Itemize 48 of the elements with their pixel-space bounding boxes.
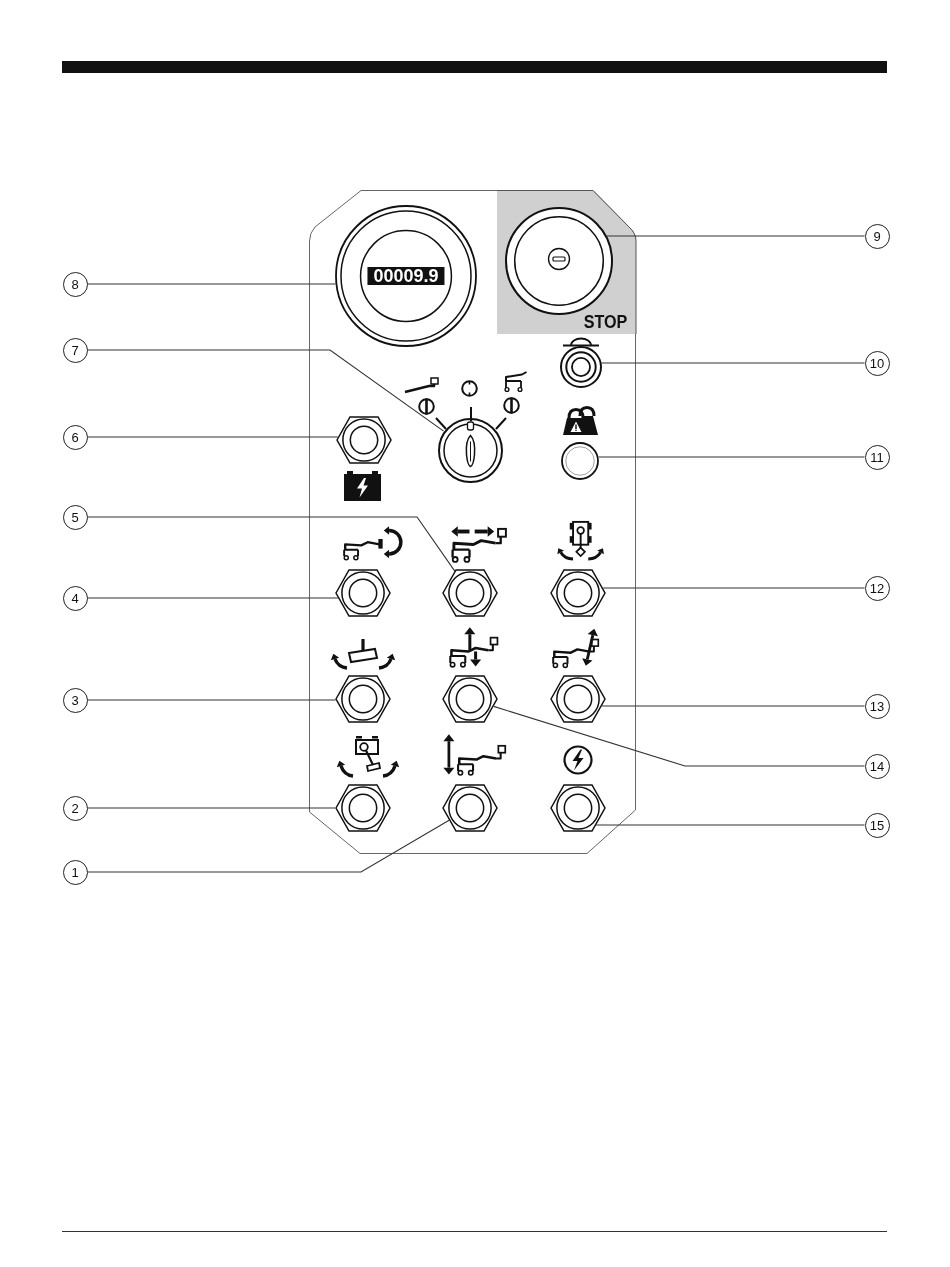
callout-number: 11	[864, 444, 890, 470]
leader-line	[86, 819, 450, 873]
toggle-switch	[335, 784, 391, 832]
callout-number: 15	[864, 812, 890, 838]
leader-line	[602, 587, 866, 589]
leader-line	[606, 235, 866, 237]
counter-display: 00009.9	[367, 267, 445, 285]
leader-line	[493, 705, 866, 767]
toggle-switch	[550, 675, 606, 723]
toggle-switch	[550, 569, 606, 617]
callout-number: 4	[62, 585, 88, 611]
ringed-button	[560, 346, 602, 388]
callout-number: 8	[62, 271, 88, 297]
callout-number: 13	[864, 693, 890, 719]
toggle-switch	[550, 784, 606, 832]
leader-line	[86, 597, 339, 599]
toggle-switch	[335, 569, 391, 617]
toggle-switch	[335, 675, 391, 723]
leader-line	[86, 349, 445, 432]
callout-number: 10	[864, 350, 890, 376]
callout-number: 9	[864, 223, 890, 249]
callout-number: 1	[62, 859, 88, 885]
toggle-switch	[442, 569, 498, 617]
stop-panel	[497, 190, 636, 334]
toggle-switch	[442, 675, 498, 723]
callout-number: 3	[62, 687, 88, 713]
leader-line	[86, 807, 336, 809]
leader-line	[86, 436, 339, 438]
callout-number: 12	[864, 575, 890, 601]
stop-button	[505, 207, 613, 315]
callout-number: 6	[62, 424, 88, 450]
hour-meter	[335, 205, 477, 347]
leader-line	[86, 283, 337, 285]
toggle-switch	[336, 416, 392, 464]
indicator-light	[561, 442, 599, 480]
callout-number: 5	[62, 504, 88, 530]
leader-line	[86, 699, 337, 701]
leader-line	[601, 705, 866, 707]
leader-line	[601, 362, 866, 364]
callout-number: 2	[62, 795, 88, 821]
leader-line	[86, 516, 456, 572]
key-switch	[437, 417, 503, 483]
callout-number: 14	[864, 753, 890, 779]
toggle-switch	[442, 784, 498, 832]
callout-number: 7	[62, 337, 88, 363]
stop-label: STOP	[583, 313, 627, 330]
leader-line	[598, 456, 866, 458]
leader-line	[595, 824, 866, 826]
